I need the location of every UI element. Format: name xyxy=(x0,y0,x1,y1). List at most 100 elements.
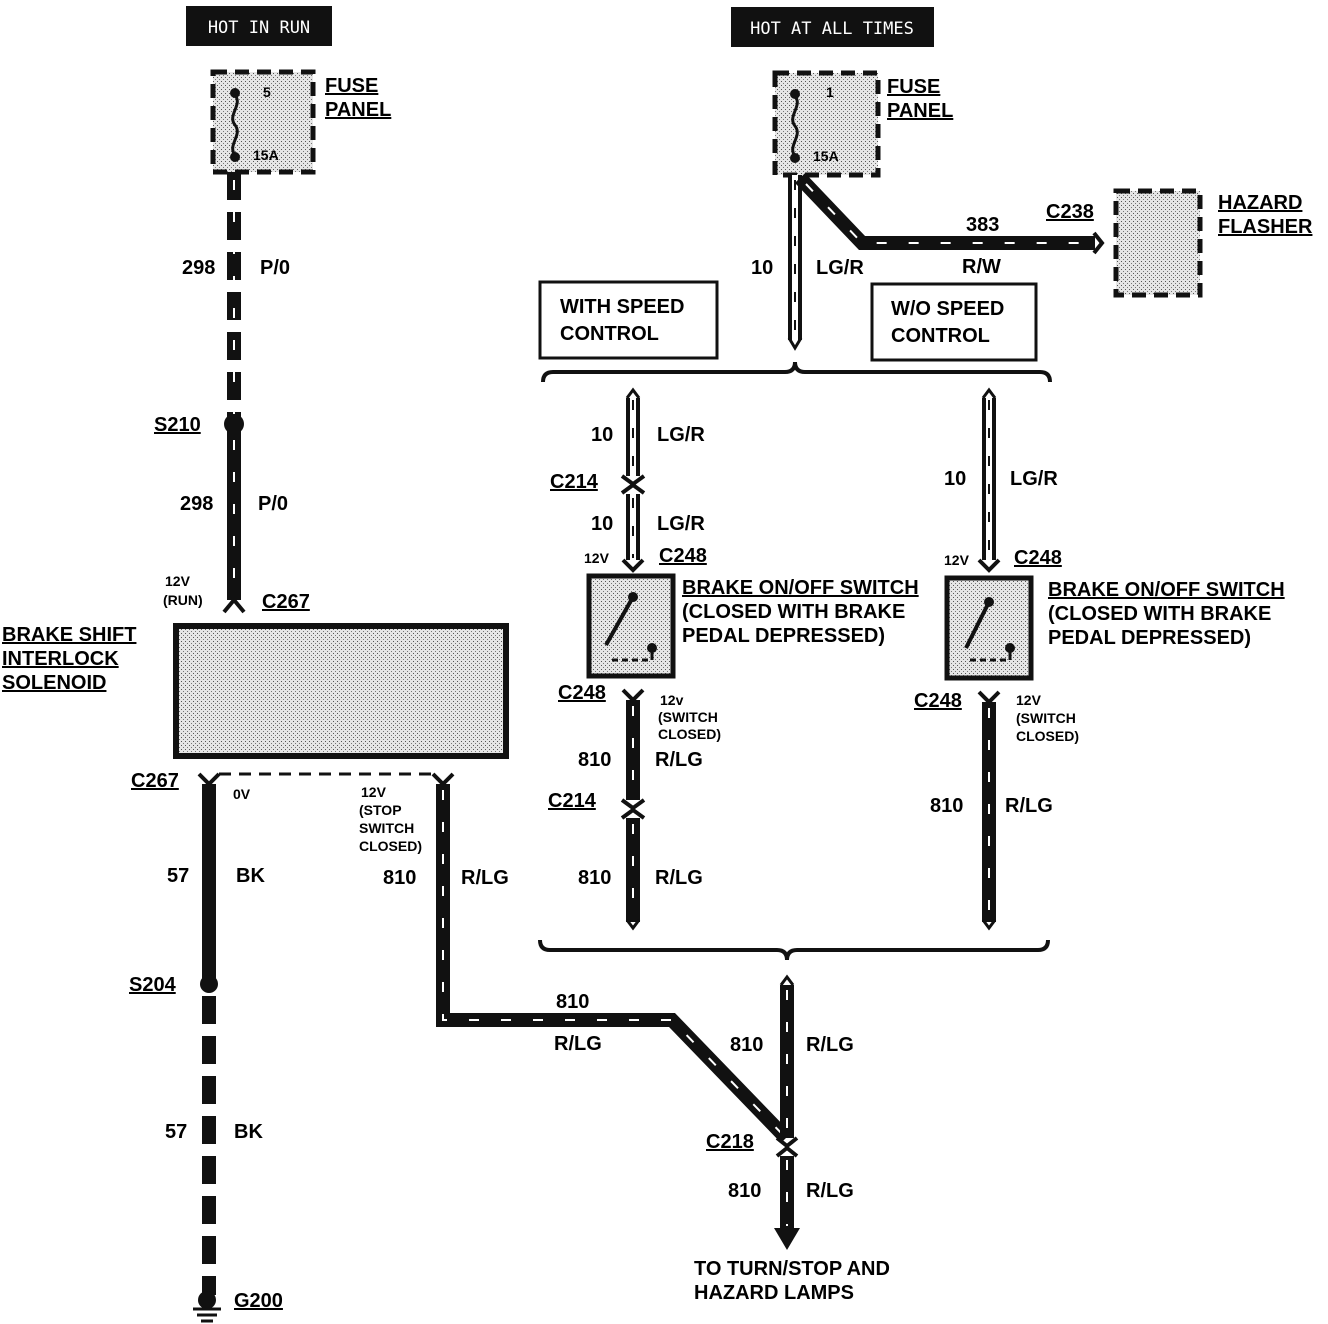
stop-volt-3: SWITCH xyxy=(359,820,414,836)
voltage-run-note: (RUN) xyxy=(163,592,203,608)
without-speed-label-2: CONTROL xyxy=(891,325,990,347)
header-hot-in-run: HOT IN RUN xyxy=(186,6,332,46)
wire-383-number: 383 xyxy=(966,214,999,236)
stop-volt-2: (STOP xyxy=(359,802,402,818)
wire-810-final-color: R/LG xyxy=(806,1180,854,1202)
wire-810-final-number: 810 xyxy=(728,1180,761,1202)
without-connector-c248-top: C248 xyxy=(1014,547,1062,569)
with-connector-c214: C214 xyxy=(550,471,599,493)
splice-s210 xyxy=(224,414,244,434)
fuse-panel-left: 5 15A xyxy=(210,69,316,175)
with-wire1-color: LG/R xyxy=(657,424,705,446)
connector-c267-bottom: C267 xyxy=(131,770,179,792)
solenoid-label-1: BRAKE SHIFT xyxy=(2,624,136,646)
stop-volt-4: CLOSED) xyxy=(359,838,422,854)
with-wire4-color: R/LG xyxy=(655,867,703,889)
ground-symbol xyxy=(193,1291,221,1323)
with-wire3-number: 810 xyxy=(578,749,611,771)
fuse-left-number: 5 xyxy=(263,84,271,100)
without-volt: 12V xyxy=(944,552,970,568)
hazard-label-1: HAZARD xyxy=(1218,192,1302,214)
wire-810-horizontal-number: 810 xyxy=(556,991,589,1013)
without-wire1-number: 10 xyxy=(944,468,966,490)
connector-c238: C238 xyxy=(1046,201,1094,223)
ground-g200: G200 xyxy=(234,1290,283,1312)
connector-c218: C218 xyxy=(706,1131,754,1153)
header-hot-at-all-times: HOT AT ALL TIMES xyxy=(731,7,934,47)
without-swvolt-3: CLOSED) xyxy=(1016,728,1079,744)
destination-label-2: HAZARD LAMPS xyxy=(694,1282,854,1304)
with-connector-c214-b: C214 xyxy=(548,790,597,812)
with-wire1-number: 10 xyxy=(591,424,613,446)
zero-volt: 0V xyxy=(233,786,251,802)
wire-57-upper-number: 57 xyxy=(167,865,189,887)
splice-s204 xyxy=(200,975,218,993)
without-wire2-color: R/LG xyxy=(1005,795,1053,817)
with-wire3-color: R/LG xyxy=(655,749,703,771)
header-hot-in-run-label: HOT IN RUN xyxy=(208,18,310,38)
fuse-left-label-1: FUSE xyxy=(325,75,378,97)
with-speed-label-2: CONTROL xyxy=(560,323,659,345)
fuse-left-label-2: PANEL xyxy=(325,99,391,121)
with-swvolt-2: (SWITCH xyxy=(658,709,718,725)
fuse-panel-right: 1 15A xyxy=(772,70,881,178)
wire-57-lower-number: 57 xyxy=(165,1121,187,1143)
without-switch-label-1: BRAKE ON/OFF SWITCH xyxy=(1048,579,1285,601)
wire-57-lower-color: BK xyxy=(234,1121,263,1143)
without-speed-control-box xyxy=(870,282,1038,362)
with-connector-c248-bottom: C248 xyxy=(558,682,606,704)
with-swvolt-3: CLOSED) xyxy=(658,726,721,742)
fuse-right-label-1: FUSE xyxy=(887,76,940,98)
wire-383-color: R/W xyxy=(962,256,1001,278)
arrow-down-icon xyxy=(774,1228,800,1250)
with-brake-switch xyxy=(586,573,676,679)
with-switch-label-2: (CLOSED WITH BRAKE xyxy=(682,601,905,623)
with-switch-label-1: BRAKE ON/OFF SWITCH xyxy=(682,577,919,599)
wire-810-solenoid-feed xyxy=(436,784,792,1143)
wire-810-solenoid-color: R/LG xyxy=(461,867,509,889)
brake-shift-interlock-solenoid xyxy=(173,623,509,759)
connector-c267-top: C267 xyxy=(262,591,310,613)
with-connector-c248-top: C248 xyxy=(659,545,707,567)
wire-810-output-number: 810 xyxy=(730,1034,763,1056)
fuse-left-rating: 15A xyxy=(253,147,279,163)
wire-10-feed-number: 10 xyxy=(751,257,773,279)
fuse-right-rating: 15A xyxy=(813,148,839,164)
brace-bottom xyxy=(538,939,1050,961)
header-hot-at-all-times-label: HOT AT ALL TIMES xyxy=(750,19,914,39)
wire-298-upper-color: P/0 xyxy=(260,257,290,279)
without-switch-label-2: (CLOSED WITH BRAKE xyxy=(1048,603,1271,625)
hazard-flasher xyxy=(1113,188,1203,298)
with-wire2-number: 10 xyxy=(591,513,613,535)
without-switch-label-3: PEDAL DEPRESSED) xyxy=(1048,627,1251,649)
fuse-right-number: 1 xyxy=(826,84,834,100)
without-swvolt-2: (SWITCH xyxy=(1016,710,1076,726)
connector-c267-top-mark xyxy=(222,596,246,614)
with-speed-label-1: WITH SPEED xyxy=(560,296,684,318)
solenoid-label-3: SOLENOID xyxy=(2,672,106,694)
wire-810-solenoid-number: 810 xyxy=(383,867,416,889)
without-swvolt-1: 12V xyxy=(1016,692,1042,708)
without-speed-label-1: W/O SPEED xyxy=(891,298,1004,320)
wire-298-upper-number: 298 xyxy=(182,257,215,279)
wire-810-horizontal-color: R/LG xyxy=(554,1033,602,1055)
without-wire2-number: 810 xyxy=(930,795,963,817)
wire-57-upper-color: BK xyxy=(236,865,265,887)
with-volt: 12V xyxy=(584,550,610,566)
hazard-label-2: FLASHER xyxy=(1218,216,1313,238)
voltage-12v-run: 12V xyxy=(165,573,191,589)
wire-810-output-color: R/LG xyxy=(806,1034,854,1056)
with-wire4-number: 810 xyxy=(578,867,611,889)
splice-s204-label: S204 xyxy=(129,974,177,996)
wire-298-lower-color: P/0 xyxy=(258,493,288,515)
fuse-right-label-2: PANEL xyxy=(887,100,953,122)
splice-s210-label: S210 xyxy=(154,414,201,436)
with-swvolt-1: 12v xyxy=(660,692,684,708)
wire-383 xyxy=(794,173,1095,250)
brace-top xyxy=(541,361,1052,383)
without-wire1-color: LG/R xyxy=(1010,468,1058,490)
without-connector-c248-bottom: C248 xyxy=(914,690,962,712)
wire-298-lower-number: 298 xyxy=(180,493,213,515)
with-wire2-color: LG/R xyxy=(657,513,705,535)
solenoid-label-2: INTERLOCK xyxy=(2,648,119,670)
